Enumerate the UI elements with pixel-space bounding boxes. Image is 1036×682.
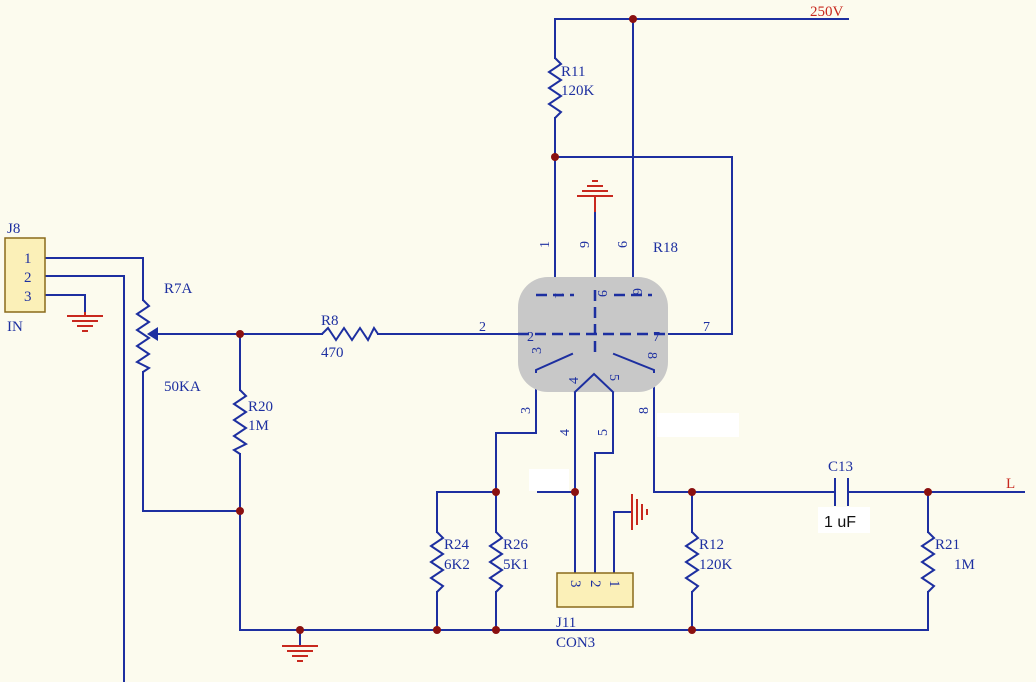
r21-symbol [920, 531, 936, 593]
pin8-outer-label: 8 [637, 407, 652, 414]
r24-symbol [429, 531, 445, 593]
j8-pin1-label: 1 [24, 251, 32, 267]
r24-ref: R24 [444, 537, 470, 553]
r26-value: 5K1 [503, 557, 529, 573]
r20-value: 1M [248, 418, 269, 434]
ground-symbol-pin9 [577, 180, 613, 212]
r18-ref: R18 [653, 240, 678, 256]
r8-symbol [321, 326, 379, 342]
label-patch-left [529, 469, 569, 491]
junction-dots [236, 15, 932, 634]
r21-ref: R21 [935, 537, 960, 553]
junction-cathode [492, 488, 500, 496]
r11-value: 120K [561, 83, 595, 99]
wire-j8-pin2 [44, 275, 125, 682]
j8-value: IN [7, 319, 23, 335]
junction-grid [236, 330, 244, 338]
wire-pin5 [594, 391, 614, 574]
r20-ref: R20 [248, 399, 273, 415]
wire-pin8 [653, 371, 836, 493]
pin8-inner-label: 8 [644, 352, 659, 359]
j11-ref: J11 [556, 615, 576, 631]
pin4-inner-label: 4 [567, 377, 582, 384]
r26-ref: R26 [503, 537, 529, 553]
junction-gnd-r12 [688, 626, 696, 634]
junction-gnd-r24 [433, 626, 441, 634]
ground-symbol-bus [282, 645, 318, 662]
r11-symbol [547, 57, 563, 119]
supply-voltage-label: 250V [810, 4, 844, 20]
r24-value: 6K2 [444, 557, 470, 573]
pin7-inner-label: 7 [653, 330, 660, 345]
pin6-outer-label: 6 [616, 241, 631, 248]
junction-plate [551, 153, 559, 161]
pin6-inner-label: 6 [629, 288, 644, 295]
r21-value: 1M [954, 557, 975, 573]
c13-symbol [834, 478, 849, 506]
pin4-outer-label: 4 [558, 429, 573, 436]
junction-heater [571, 488, 579, 496]
j8-ref: J8 [7, 221, 20, 237]
pin3-inner-label: 3 [530, 347, 545, 354]
j11-pin3-label: 3 [567, 580, 583, 588]
wire-j8-pin1 [44, 257, 144, 301]
label-patch-right [657, 413, 739, 437]
j11-pin2-label: 2 [587, 580, 603, 588]
j11-value: CON3 [556, 635, 595, 651]
c13-ref: C13 [828, 459, 853, 475]
r7a-ref: R7A [164, 281, 193, 297]
junction-gnd-main [296, 626, 304, 634]
pin3-outer-label: 3 [519, 407, 534, 414]
wires [44, 18, 1025, 682]
junction-250v [629, 15, 637, 23]
wire-j11-pin1 [613, 511, 633, 574]
tube-heater-element [573, 372, 615, 394]
r20-symbol [232, 389, 248, 455]
wire-r7a-bottom [142, 371, 241, 512]
pin5-outer-label: 5 [596, 429, 611, 436]
r7a-wiper-arrow [147, 327, 158, 341]
pin9-outer-label: 9 [578, 241, 593, 248]
r8-value: 470 [321, 345, 344, 361]
r12-symbol [684, 531, 700, 593]
r7a-symbol [135, 299, 151, 373]
pin5-inner-label: 5 [606, 374, 621, 381]
connector-j8: 1 2 3 [4, 237, 46, 313]
tube-pin3-element [535, 352, 574, 373]
ground-symbol-j11 [631, 494, 648, 530]
tube-pin8-element [612, 352, 655, 373]
tube-symbol [518, 277, 668, 394]
r12-value: 120K [699, 557, 733, 573]
junction-out-r21 [924, 488, 932, 496]
c13-value-patch [818, 507, 870, 533]
ground-symbol-j8 [67, 312, 103, 332]
resistor-symbols [135, 57, 936, 593]
wire-pin3 [495, 371, 537, 493]
pin2-outer-label: 2 [479, 320, 486, 335]
pin1-outer-label: 1 [538, 241, 553, 248]
j8-pin2-label: 2 [24, 270, 32, 286]
pin2-inner-label: 2 [527, 330, 534, 345]
pin9-inner-label: 9 [594, 290, 609, 297]
wire-r18-loop [554, 156, 733, 335]
j11-pin1-label: 1 [606, 580, 622, 588]
pin1-inner-label: 1 [551, 292, 566, 299]
junction-output [688, 488, 696, 496]
r7a-value: 50KA [164, 379, 201, 395]
junction-gnd-r26 [492, 626, 500, 634]
r12-ref: R12 [699, 537, 724, 553]
output-label: L [1006, 476, 1015, 492]
wire-j8-pin3 [44, 294, 86, 313]
connector-j11: 3 2 1 [556, 572, 634, 608]
pin7-outer-label: 7 [703, 320, 710, 335]
junction-r7a-r20 [236, 507, 244, 515]
c13-value: 1 uF [824, 514, 856, 531]
j8-pin3-label: 3 [24, 289, 32, 305]
r11-ref: R11 [561, 64, 585, 80]
tube-pin-labels: 1 9 6 2 7 3 4 5 8 1 9 6 2 7 3 4 5 8 [479, 241, 710, 436]
r26-symbol [488, 531, 504, 593]
r8-ref: R8 [321, 313, 339, 329]
